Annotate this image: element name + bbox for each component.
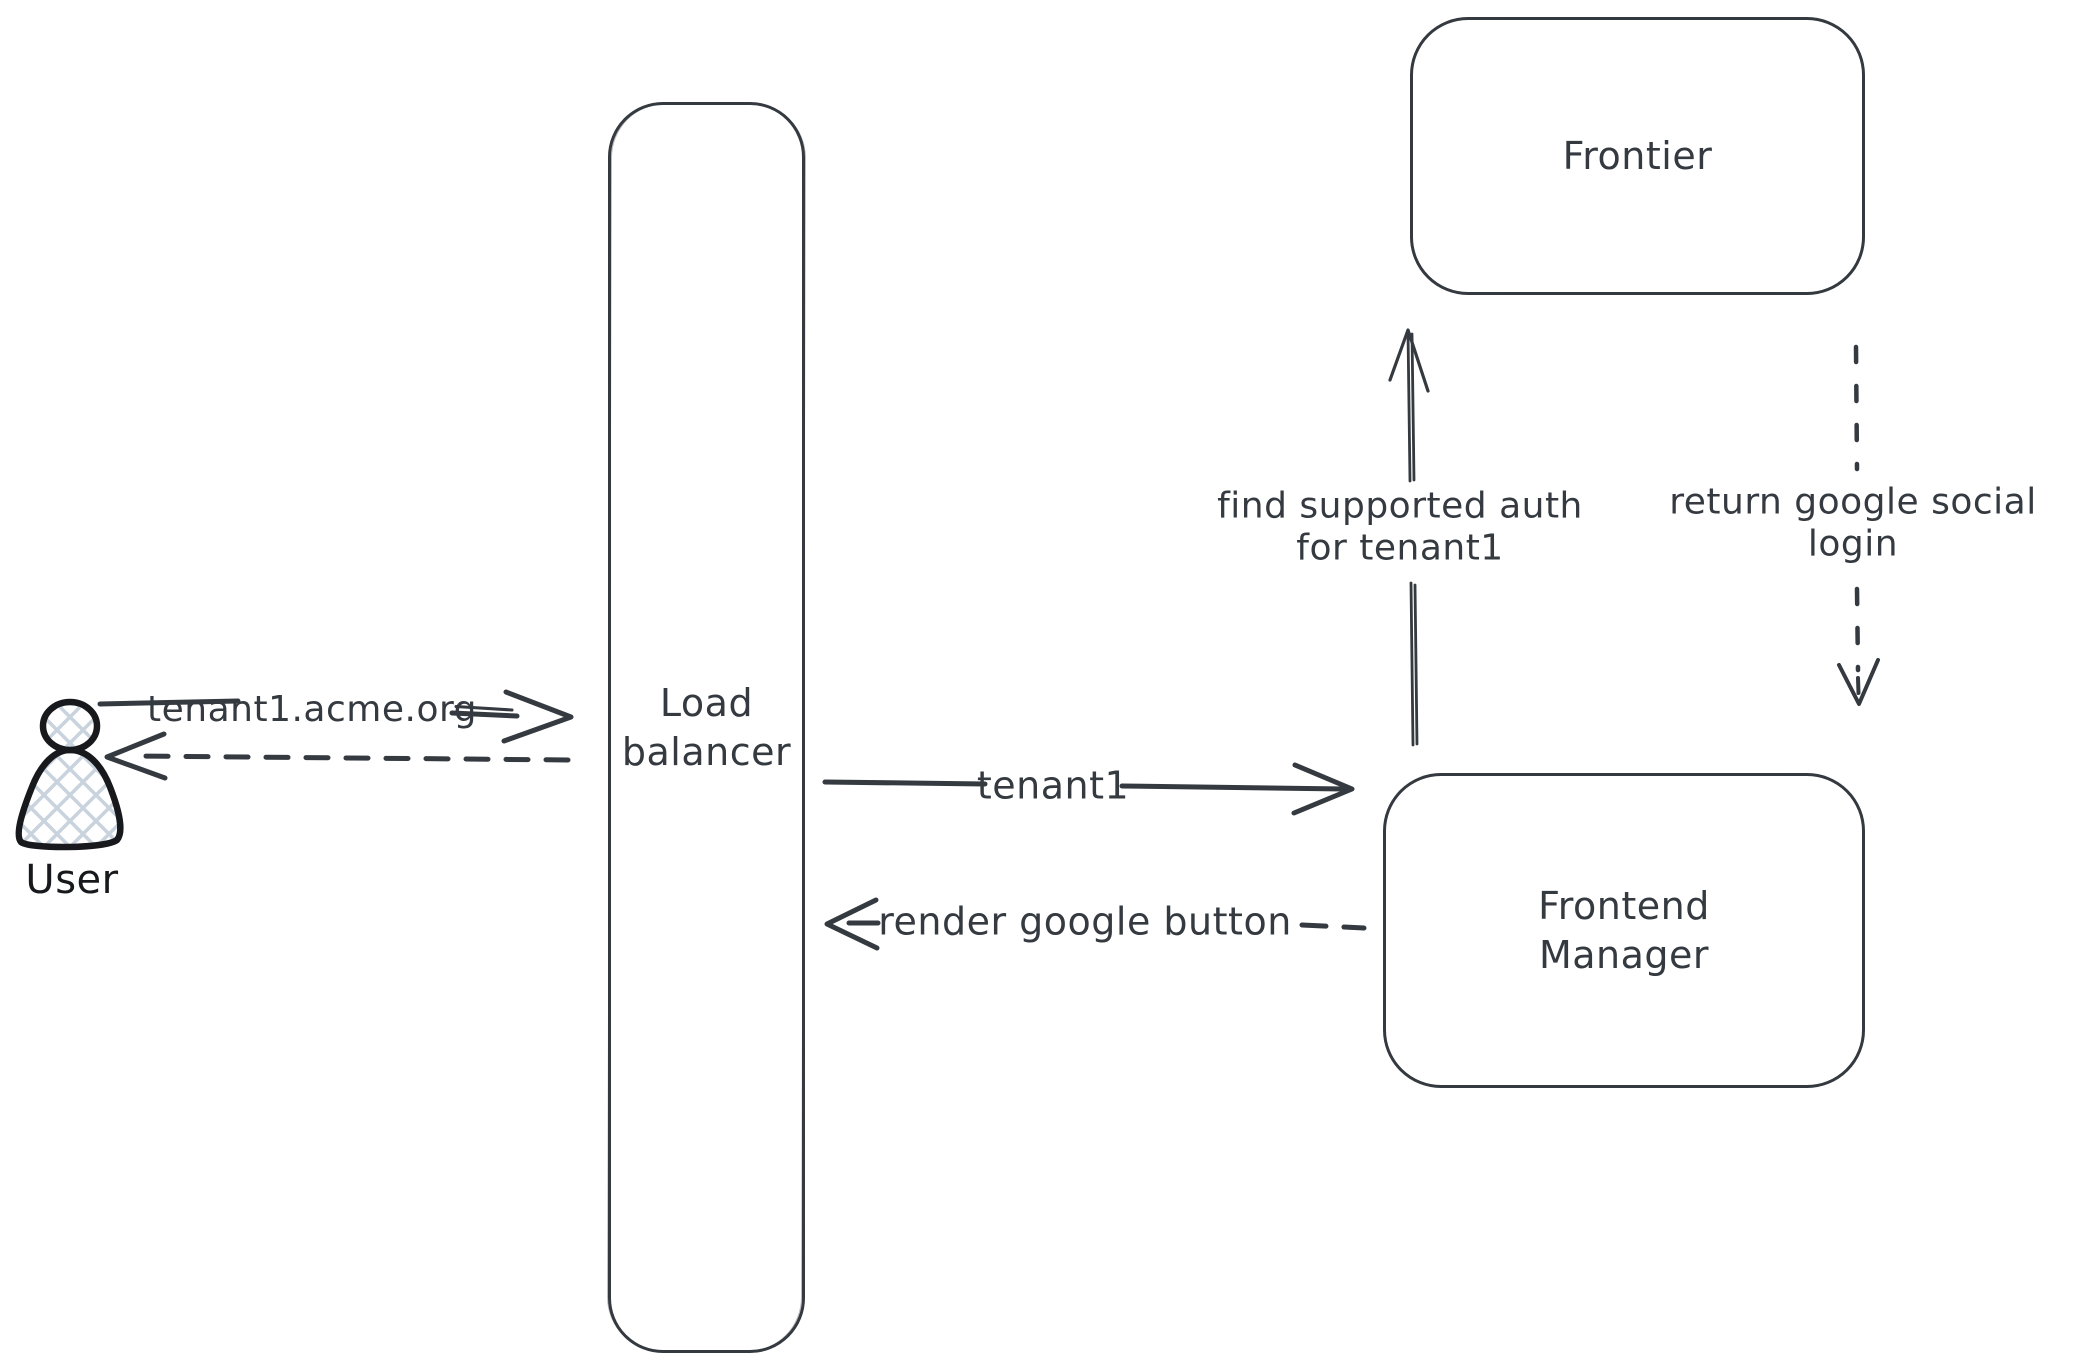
frontend-manager-label-line1: Frontend — [1538, 883, 1710, 928]
edge-label-tenant1: tenant1 — [976, 763, 1130, 808]
arrow-frontend-manager-to-frontier — [1388, 328, 1430, 747]
user-node-label: User — [25, 857, 119, 903]
load-balancer-label-line1: Load — [659, 680, 754, 725]
edge-label-find-supported-auth-line1: find supported auth — [1217, 485, 1583, 527]
user-icon — [15, 698, 124, 851]
arrow-frontend-manager-to-load-balancer — [824, 897, 1367, 951]
edge-label-tenant1-acme-org: tenant1.acme.org — [147, 688, 477, 730]
frontend-manager-label: Frontend Manager — [1538, 882, 1710, 979]
edge-label-return-google-line1: return google social — [1669, 481, 2037, 523]
arrowhead-left-icon — [824, 897, 880, 951]
edge-label-return-google-line2: login — [1807, 524, 1899, 565]
user-icon-body — [15, 746, 124, 851]
arrowhead-right-icon — [501, 689, 574, 744]
node-load-balancer: Load balancer — [608, 102, 805, 1353]
arrowhead-down-icon — [1837, 658, 1880, 706]
node-frontend-manager: Frontend Manager — [1383, 773, 1865, 1088]
arrowhead-up-icon — [1388, 328, 1430, 393]
arrow-load-balancer-to-user — [104, 731, 571, 781]
edge-label-render-google-button: render google button — [878, 899, 1292, 944]
arrowhead-left-icon — [104, 731, 168, 781]
edge-label-find-supported-auth: find supported auth for tenant1 — [1217, 486, 1583, 571]
arrow-frontier-to-frontend-manager — [1837, 344, 1880, 706]
load-balancer-label: Load balancer — [622, 679, 791, 776]
node-frontier: Frontier — [1410, 17, 1865, 295]
edge-label-find-supported-auth-line2: for tenant1 — [1296, 528, 1504, 569]
frontier-label: Frontier — [1562, 133, 1713, 178]
user-icon-head — [39, 698, 101, 754]
load-balancer-label-line2: balancer — [621, 729, 792, 774]
arrow-load-balancer-to-frontend-manager — [822, 762, 1355, 816]
frontend-manager-label-line2: Manager — [1538, 932, 1710, 977]
arrow-user-to-load-balancer — [97, 689, 574, 744]
edge-label-return-google-social-login: return google social login — [1669, 482, 2037, 567]
arrowhead-right-icon — [1291, 762, 1355, 816]
